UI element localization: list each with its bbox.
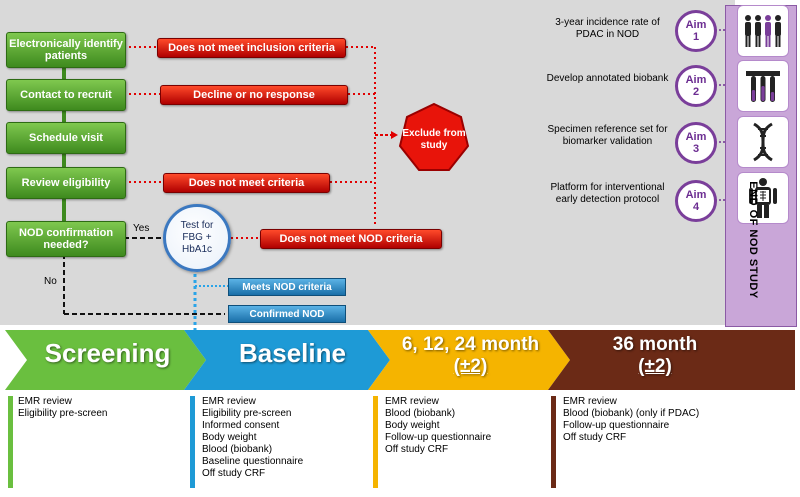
list-item: Eligibility pre-screen (18, 408, 108, 419)
dna-icon (737, 116, 789, 168)
list-item: Blood (biobank) (only if PDAC) (563, 408, 700, 419)
list-item: Off study CRF (385, 444, 449, 455)
list-item: Eligibility pre-screen (202, 408, 292, 419)
list-item: Follow-up questionnaire (563, 420, 670, 431)
body-scan-icon (737, 172, 789, 224)
list-item: EMR review (202, 396, 256, 407)
list-item: Off study CRF (563, 432, 627, 443)
exclusion-nod-criteria: Does not meet NOD criteria (260, 229, 442, 249)
aim-2-text: Develop annotated biobank (546, 73, 669, 84)
phase-followup-title: 6, 12, 24 month (401, 334, 540, 355)
aim-4-text: Platform for interventional early detect… (550, 182, 665, 205)
phase-followup-label: 6, 12, 24 month (±2) (388, 334, 553, 378)
exclusion-inclusion-criteria: Does not meet inclusion criteria (157, 38, 346, 58)
screening-items-bar (8, 396, 13, 488)
list-item: Informed consent (202, 420, 280, 431)
exclusion-criteria: Does not meet criteria (163, 173, 330, 193)
exclusion-decline: Decline or no response (160, 85, 348, 105)
no-label: No (44, 276, 57, 287)
step-review-eligibility: Review eligibility (6, 167, 126, 199)
phase-36-title: 36 month (612, 334, 698, 355)
phase-arrow-baseline (184, 330, 390, 390)
month36-items: EMR review Blood (biobank) (only if PDAC… (563, 396, 699, 444)
list-item: EMR review (563, 396, 617, 407)
step-nod-confirmation: NOD confirmation needed? (6, 221, 126, 257)
phase-36-month-label: 36 month (±2) (570, 334, 740, 378)
screening-items: EMR review Eligibility pre-screen (18, 396, 107, 420)
exclude-from-study: Exclude from study (398, 103, 470, 177)
test-tubes-icon (737, 60, 789, 112)
test-fbg-hba1c: Test for FBG + HbA1c (163, 204, 231, 272)
exclude-shape (398, 102, 470, 171)
list-item: Body weight (202, 432, 257, 443)
phase-arrow-followup (368, 330, 570, 390)
aim-1-text: 3-year incidence rate of PDAC in NOD (555, 17, 660, 40)
confirmed-nod: Confirmed NOD (228, 305, 346, 323)
phase-screening-label: Screening (44, 338, 171, 368)
list-item: Baseline questionnaire (202, 456, 304, 467)
people-icon (737, 5, 789, 57)
aim-3-text: Specimen reference set for biomarker val… (547, 124, 668, 147)
list-item: Off study CRF (202, 468, 266, 479)
phase-baseline-label: Baseline (239, 338, 346, 368)
phase-36-window: (±2) (638, 356, 672, 377)
step-identify-patients: Electronically identify patients (6, 32, 126, 68)
baseline-items: EMR review Eligibility pre-screen Inform… (202, 396, 303, 480)
end-of-study-label: END OF NOD STUDY (747, 181, 759, 299)
exclude-label: Exclude from study (402, 128, 466, 151)
list-item: EMR review (385, 396, 439, 407)
test-label: Test for FBG + HbA1c (180, 220, 214, 255)
yes-label: Yes (133, 223, 150, 234)
list-item: Body weight (385, 420, 440, 431)
baseline-items-bar (190, 396, 195, 488)
phase-followup-window: (±2) (453, 356, 488, 377)
followup-items: EMR review Blood (biobank) Body weight F… (385, 396, 491, 456)
phase-arrow-36-month (548, 330, 795, 390)
month36-items-bar (551, 396, 556, 488)
list-item: EMR review (18, 396, 72, 407)
list-item: Blood (biobank) (385, 408, 456, 419)
meets-nod-criteria: Meets NOD criteria (228, 278, 346, 296)
list-item: Follow-up questionnaire (385, 432, 492, 443)
list-item: Blood (biobank) (202, 444, 273, 455)
step-contact-recruit: Contact to recruit (6, 79, 126, 111)
step-schedule-visit: Schedule visit (6, 122, 126, 154)
phase-arrow-screening (5, 330, 206, 390)
followup-items-bar (373, 396, 378, 488)
